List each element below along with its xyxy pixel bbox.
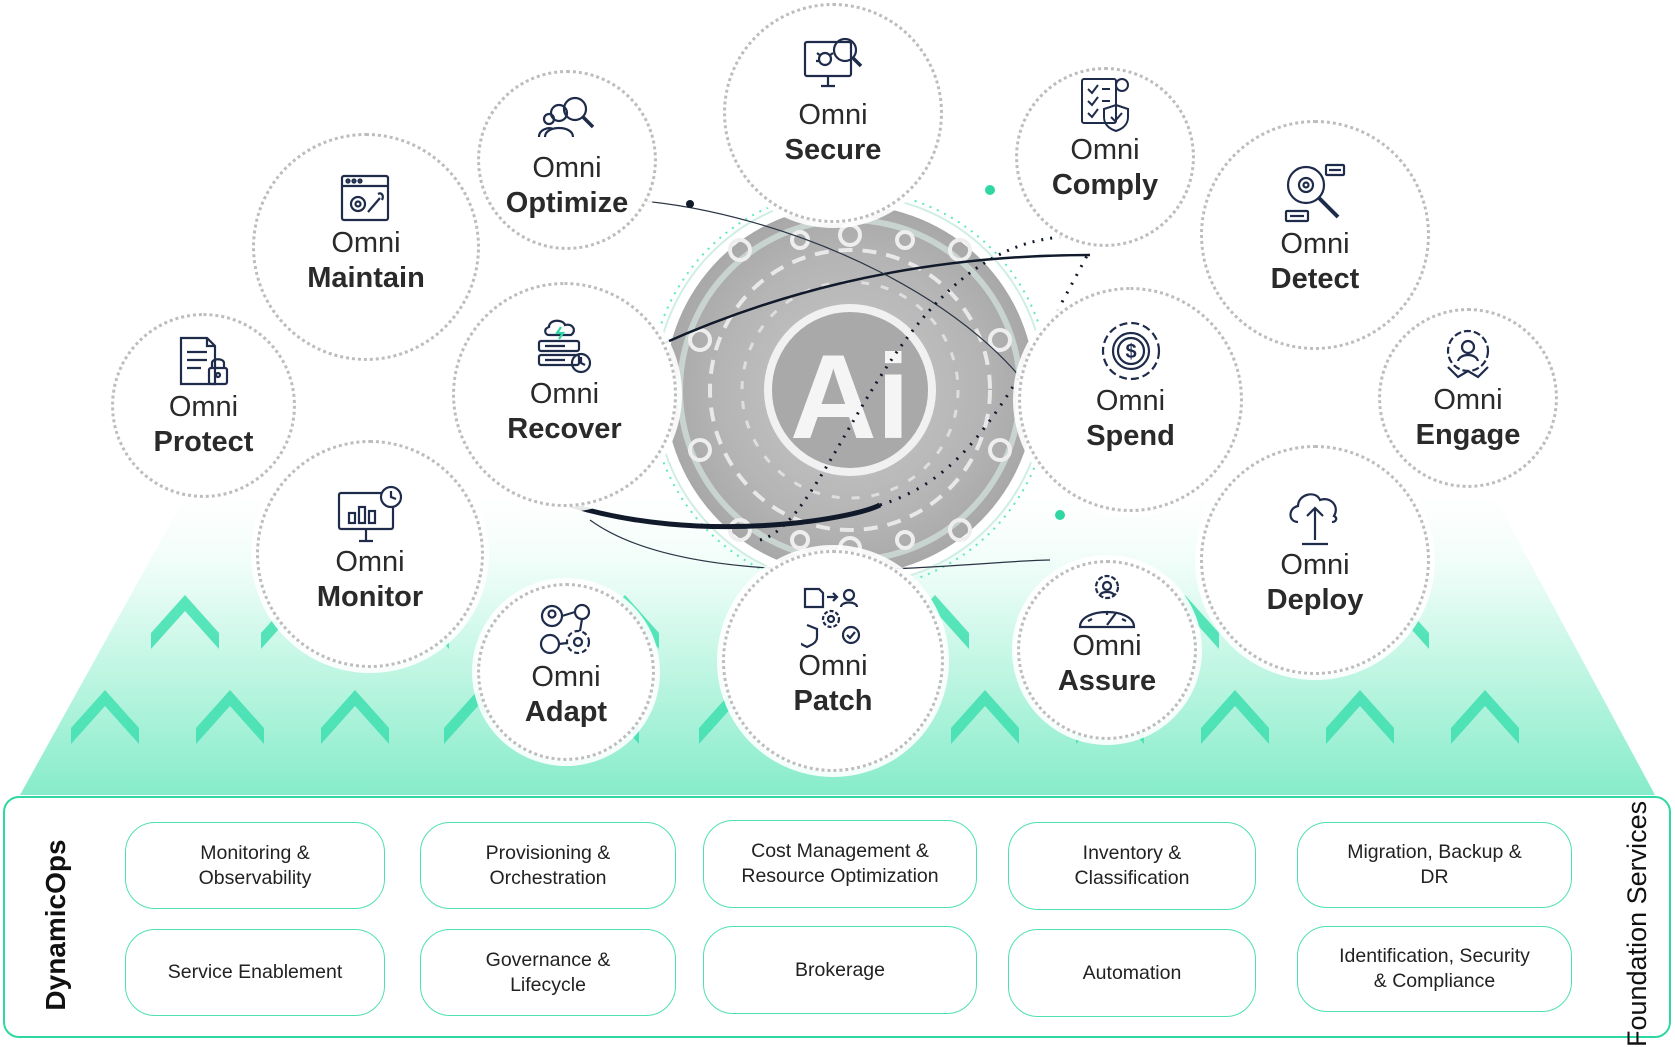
module-prefix: Omni [1095, 385, 1166, 417]
service-monitoring-observability[interactable]: Monitoring &Observability [125, 822, 385, 909]
service-line: Observability [198, 866, 312, 889]
service-line: Provisioning & [485, 841, 611, 864]
module-name: Engage [1415, 419, 1521, 451]
module-name: Detect [1270, 263, 1360, 295]
service-migration-backup-dr[interactable]: Migration, Backup & DR [1297, 822, 1572, 908]
module-prefix: Omni [798, 99, 868, 131]
service-automation[interactable]: Automation [1008, 929, 1256, 1017]
module-omni-engage[interactable]: Omni Engage [1378, 308, 1558, 488]
chevron-up-icon [1201, 690, 1269, 744]
module-prefix: Omni [531, 661, 601, 693]
module-omni-spend[interactable]: $ Omni Spend [1018, 287, 1243, 512]
chevron-up-icon [1326, 690, 1394, 744]
module-prefix: Omni [331, 227, 401, 259]
service-identification-security-compliance[interactable]: Identification, Security & Compliance [1297, 926, 1572, 1012]
chevron-up-icon [196, 690, 264, 744]
user-gauge-gear-icon [1078, 574, 1136, 629]
chevron-up-icon [151, 595, 219, 649]
service-line: DR [1420, 866, 1449, 888]
checklist-shield-icon [1081, 78, 1129, 133]
module-omni-secure[interactable]: Omni Secure [723, 3, 943, 223]
module-prefix: Omni [1433, 384, 1503, 416]
module-omni-protect[interactable]: Omni Protect [111, 313, 296, 498]
foundation-services-label: Foundation Services [1622, 800, 1652, 1047]
handshake-gear-icon [1446, 329, 1490, 379]
module-name: Patch [793, 685, 873, 717]
magnifier-gear-icon [1284, 163, 1346, 223]
service-governance-lifecycle[interactable]: Governance &Lifecycle [420, 929, 676, 1016]
module-name: Maintain [307, 262, 425, 294]
service-line: Governance & [485, 948, 611, 971]
service-line: Identification, Security [1339, 945, 1530, 967]
module-name: Assure [1057, 665, 1157, 697]
monitor-bug-search-icon [803, 37, 863, 88]
service-line: Resource Optimization [741, 865, 939, 887]
ai-core-icon: Ai [569, 185, 1111, 591]
module-name: Recover [507, 413, 622, 445]
service-line: Migration, Backup & [1347, 841, 1522, 863]
module-prefix: Omni [168, 391, 239, 423]
server-cloud-recover-icon [537, 319, 591, 374]
module-omni-detect[interactable]: Omni Detect [1200, 120, 1430, 350]
module-omni-adapt[interactable]: Omni Adapt [477, 583, 655, 761]
module-name: Protect [153, 426, 254, 458]
service-line: & Compliance [1373, 970, 1496, 992]
service-line: Service Enablement [167, 961, 343, 983]
module-prefix: Omni [532, 152, 602, 184]
module-prefix: Omni [529, 378, 600, 410]
dollar-gear-icon: $ [1101, 321, 1160, 381]
service-line: Classification [1074, 867, 1190, 889]
chevron-up-icon [951, 690, 1019, 744]
module-omni-maintain[interactable]: Omni Maintain [252, 133, 480, 361]
chevron-up-icon [71, 690, 139, 744]
cloud-upload-icon [1289, 493, 1338, 546]
module-prefix: Omni [1280, 549, 1350, 581]
module-name: Monitor [316, 581, 424, 613]
module-name: Secure [784, 134, 882, 166]
module-prefix: Omni [1280, 228, 1350, 260]
module-omni-comply[interactable]: Omni Comply [1015, 67, 1195, 247]
module-omni-monitor[interactable]: Omni Monitor [256, 440, 484, 668]
service-line: Inventory & [1082, 842, 1182, 864]
dynamicops-label: DynamicOps [40, 839, 71, 1011]
module-prefix: Omni [1072, 630, 1142, 662]
module-name: Optimize [505, 187, 629, 219]
service-line: Lifecycle [510, 973, 586, 996]
service-line: Cost Management & [751, 840, 929, 862]
module-omni-assure[interactable]: Omni Assure [1017, 560, 1197, 740]
service-enablement[interactable]: Service Enablement [125, 929, 385, 1016]
module-omni-patch[interactable]: Omni Patch [722, 550, 944, 772]
service-line: Automation [1082, 961, 1182, 984]
ai-core-label: Ai [790, 330, 910, 464]
module-omni-deploy[interactable]: Omni Deploy [1200, 445, 1430, 675]
workflow-gear-shield-icon [801, 587, 861, 649]
service-cost-management[interactable]: Cost Management & Resource Optimization [703, 820, 977, 908]
service-inventory-classification[interactable]: Inventory & Classification [1008, 822, 1256, 910]
people-network-gear-icon [539, 603, 591, 655]
module-prefix: Omni [335, 546, 405, 578]
module-prefix: Omni [1070, 134, 1140, 166]
module-name: Deploy [1266, 584, 1364, 616]
service-line: Brokerage [795, 958, 885, 981]
service-line: Monitoring & [200, 841, 310, 864]
chevron-up-icon [321, 690, 389, 744]
module-name: Adapt [524, 696, 608, 728]
module-name: Spend [1086, 420, 1175, 452]
service-line: Orchestration [489, 866, 607, 889]
module-name: Comply [1051, 169, 1159, 201]
module-prefix: Omni [798, 650, 868, 682]
team-search-icon [537, 96, 595, 138]
browser-gear-wrench-icon [340, 174, 390, 222]
monitor-chart-clock-icon [337, 485, 403, 543]
service-brokerage[interactable]: Brokerage [703, 926, 977, 1014]
module-omni-recover[interactable]: Omni Recover [452, 282, 677, 507]
document-lock-icon [179, 336, 228, 386]
service-provisioning-orchestration[interactable]: Provisioning &Orchestration [420, 822, 676, 909]
module-omni-optimize[interactable]: Omni Optimize [477, 70, 657, 250]
chevron-up-icon [1451, 690, 1519, 744]
svg-text:$: $ [1125, 341, 1136, 363]
